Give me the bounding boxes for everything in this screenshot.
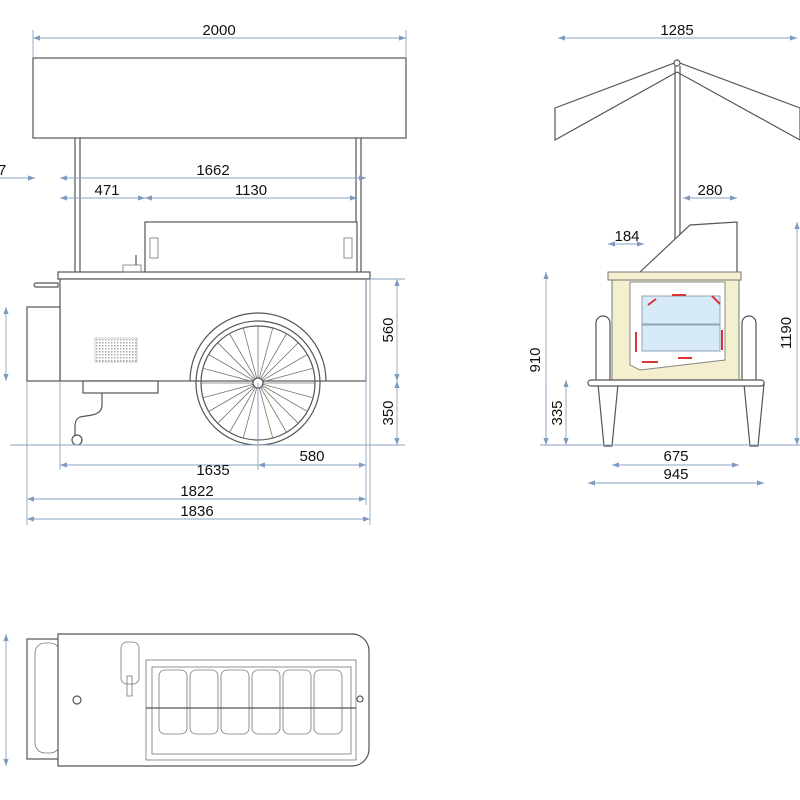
dim-ground-clearance: 335: [549, 400, 566, 425]
dim-display-width: 1130: [235, 182, 267, 199]
wheel-spoke: [208, 382, 259, 412]
wheel-spoke: [257, 382, 274, 439]
dim-overall-height: 1190: [778, 317, 795, 349]
ice-cream-tub: [282, 669, 312, 735]
wheel-spoke: [242, 382, 259, 439]
airflow-arrows: [635, 294, 723, 363]
side-view: 1285 280 184 910 1190 335 675 945: [527, 22, 800, 486]
wheel-spoke: [242, 327, 259, 384]
wheel: [189, 312, 327, 446]
wheel-spoke: [229, 382, 259, 433]
ice-cream-tub: [158, 669, 188, 735]
dim-counter-height: 910: [527, 347, 544, 372]
ice-cream-tub: [189, 669, 219, 735]
wheel-spoke: [257, 382, 287, 433]
canopy: [32, 57, 407, 139]
dim-overall-width: 945: [663, 466, 688, 483]
dim-body-height: 560: [380, 317, 397, 342]
dim-wheel-offset: 580: [299, 448, 324, 465]
wheel-spoke: [257, 382, 314, 399]
dim-wheel-clearance: 350: [380, 400, 397, 425]
dim-overall-length: 1836: [180, 503, 213, 520]
dim-body-depth: 675: [663, 448, 688, 465]
side-display: [639, 221, 738, 273]
top-body: [57, 633, 370, 767]
wheel-spoke: [208, 354, 259, 384]
ice-cream-tub: [220, 669, 250, 735]
side-canopy: [554, 61, 800, 142]
wheel-spoke: [229, 333, 259, 384]
wheel-spoke: [217, 382, 259, 424]
wheel-spoke: [217, 342, 259, 384]
front-view: 2000 1662 7 471 1130 560 350 1635 580 18…: [0, 22, 407, 525]
wheel-spoke: [202, 382, 259, 399]
dim-length-without-handle: 1822: [180, 483, 213, 500]
wheel-spoke: [202, 367, 259, 384]
display-case: [144, 221, 358, 275]
dim-display-offset: 184: [614, 228, 639, 245]
wheel-spoke: [257, 354, 308, 384]
top-view: [3, 633, 370, 767]
wheel-spoke: [257, 342, 299, 384]
wheel-spoke: [257, 382, 308, 412]
ice-cream-tub: [251, 669, 281, 735]
dim-left-offset: 471: [94, 182, 119, 199]
wheel-spoke: [257, 333, 287, 384]
wheel-spoke: [257, 367, 314, 384]
dim-canopy-width: 1285: [660, 22, 693, 39]
dim-partial-left: 7: [0, 162, 6, 179]
dim-counter-length: 1662: [196, 162, 229, 179]
dim-chassis-length: 1635: [196, 462, 229, 479]
dim-display-depth: 280: [697, 182, 722, 199]
dim-total-canopy-width: 2000: [202, 22, 235, 39]
wheel-spoke: [257, 327, 274, 384]
wheel-spoke: [257, 382, 299, 424]
ice-cream-tub: [313, 669, 343, 735]
